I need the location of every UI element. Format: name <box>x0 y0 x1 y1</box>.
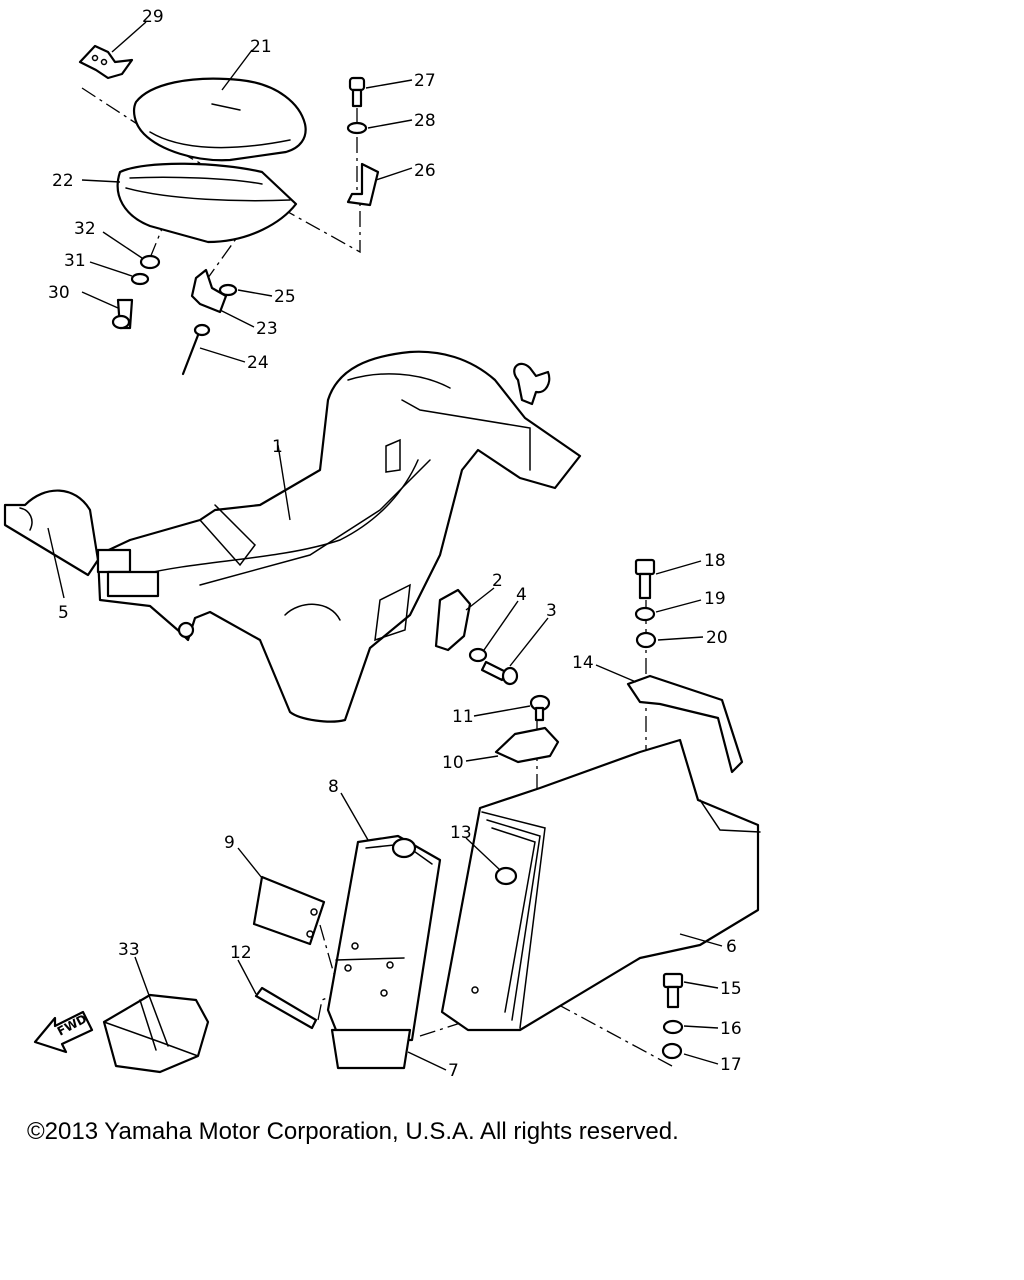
assembly-line-23-22 <box>204 235 239 283</box>
part-19-washer <box>634 606 656 622</box>
label-8: 8 <box>328 777 339 797</box>
part-4-washer <box>468 647 488 663</box>
label-2: 2 <box>492 571 503 591</box>
part-17-washer <box>661 1042 683 1060</box>
part-22-lower-cover <box>116 162 298 244</box>
label-12: 12 <box>230 943 252 963</box>
part-6-storage-box <box>440 738 761 1032</box>
part-23-bracket <box>190 268 228 314</box>
label-18: 18 <box>704 551 726 571</box>
label-4: 4 <box>516 585 527 605</box>
label-9: 9 <box>224 833 235 853</box>
part-26-clamp <box>346 162 380 207</box>
label-13: 13 <box>450 823 472 843</box>
part-14-bracket <box>626 674 744 774</box>
label-24: 24 <box>247 353 269 373</box>
label-5: 5 <box>58 603 69 623</box>
part-1-wing-nut <box>513 362 551 406</box>
part-5-bow-fitting <box>3 489 160 598</box>
label-15: 15 <box>720 979 742 999</box>
parts-diagram: FWD 29 <box>3 7 761 1081</box>
part-15-bolt <box>662 972 684 1009</box>
label-19: 19 <box>704 589 726 609</box>
part-1-main-body <box>96 350 582 723</box>
part-10-latch <box>494 726 560 764</box>
label-10: 10 <box>442 753 464 773</box>
label-14: 14 <box>572 653 594 673</box>
label-30: 30 <box>48 283 70 303</box>
fwd-arrow: FWD <box>33 1010 94 1054</box>
part-12-pin <box>254 986 318 1030</box>
part-33-grip <box>102 993 210 1074</box>
part-9-plate <box>252 875 326 946</box>
part-13-plug <box>494 866 518 886</box>
part-2-bracket <box>434 588 472 652</box>
label-16: 16 <box>720 1019 742 1039</box>
label-27: 27 <box>414 71 436 91</box>
part-7-lid-bottom <box>330 1028 412 1070</box>
part-11-screw <box>529 694 551 722</box>
part-28-washer <box>346 121 368 135</box>
part-25-nut <box>218 283 238 297</box>
copyright-notice: ©2013 Yamaha Motor Corporation, U.S.A. A… <box>27 1118 679 1145</box>
label-17: 17 <box>720 1055 742 1075</box>
label-32: 32 <box>74 219 96 239</box>
part-31-washer <box>130 272 150 286</box>
label-6: 6 <box>726 937 737 957</box>
label-31: 31 <box>64 251 86 271</box>
label-11: 11 <box>452 707 474 727</box>
label-23: 23 <box>256 319 278 339</box>
label-25: 25 <box>274 287 296 307</box>
label-7: 7 <box>448 1061 459 1081</box>
part-27-bolt <box>348 76 366 108</box>
part-8-lid <box>326 834 442 1042</box>
part-21-upper-cover <box>133 77 307 162</box>
assembly-line-29-26 <box>81 87 361 254</box>
part-labels: 29 21 22 27 28 26 32 31 30 25 23 24 1 5 … <box>48 7 742 1081</box>
label-28: 28 <box>414 111 436 131</box>
part-16-washer <box>662 1019 684 1035</box>
part-32-washer <box>139 254 161 270</box>
label-21: 21 <box>250 37 272 57</box>
part-20-washer <box>635 631 657 649</box>
label-29: 29 <box>142 7 164 27</box>
part-30-screw <box>111 298 134 330</box>
part-24-pin <box>181 323 211 376</box>
label-20: 20 <box>706 628 728 648</box>
part-3-bolt <box>480 660 519 686</box>
label-33: 33 <box>118 940 140 960</box>
label-26: 26 <box>414 161 436 181</box>
part-29-bracket <box>78 44 134 80</box>
label-22: 22 <box>52 171 74 191</box>
label-3: 3 <box>546 601 557 621</box>
leader-lines <box>47 21 723 1071</box>
part-18-bolt <box>634 558 656 600</box>
label-1: 1 <box>272 437 283 457</box>
